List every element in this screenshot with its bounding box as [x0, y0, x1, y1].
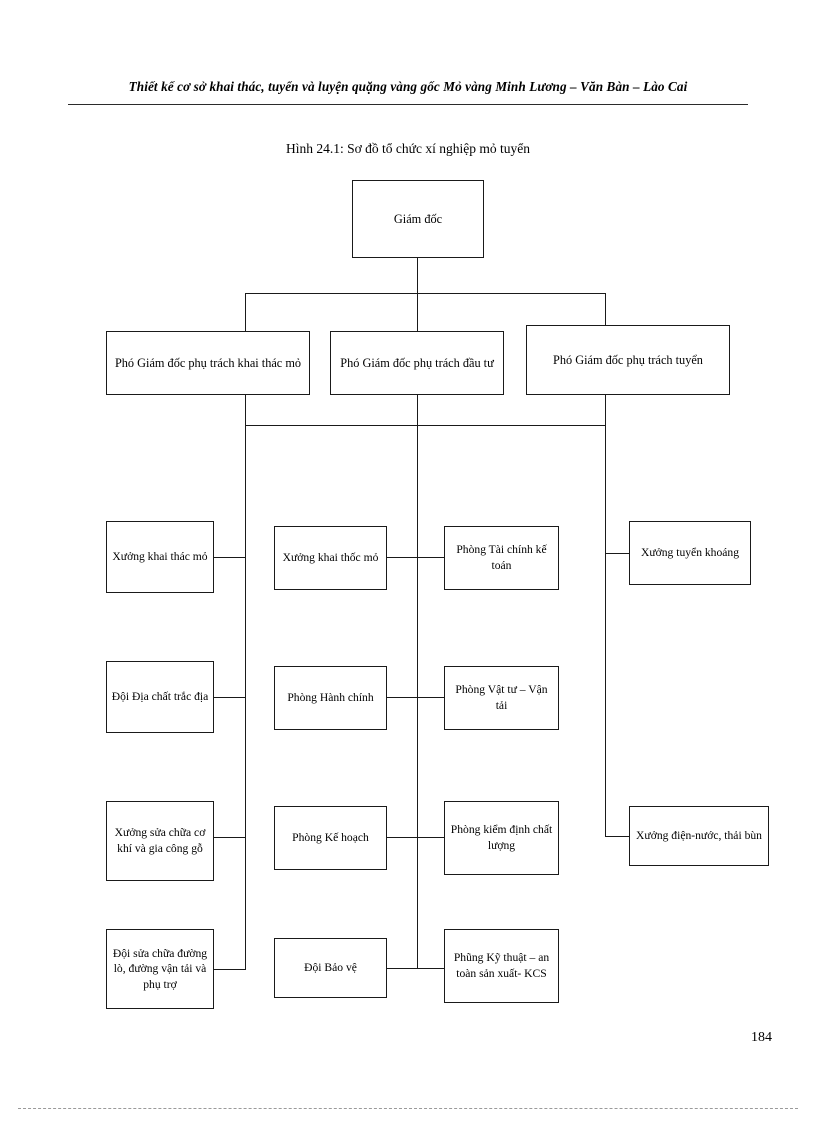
- edge-mining-stem: [245, 394, 247, 426]
- edge-mid-2: [386, 697, 418, 699]
- figure-caption: Hình 24.1: Sơ đồ tổ chức xí nghiệp mỏ tu…: [286, 141, 530, 156]
- node-deputy-processing[interactable]: Phó Giám đốc phụ trách tuyển: [526, 325, 730, 395]
- edge-mid-3: [386, 837, 418, 839]
- node-mid-right-1[interactable]: Phòng Tài chính kế toán: [444, 526, 559, 590]
- node-left-2[interactable]: Đội Địa chất trắc địa: [106, 661, 214, 733]
- header-divider: [68, 104, 748, 105]
- page-number: 184: [751, 1030, 772, 1045]
- edge-deputy-investment-drop: [417, 293, 419, 332]
- edge-second-bus: [245, 425, 606, 427]
- node-deputy-investment[interactable]: Phó Giám đốc phụ trách đầu tư: [330, 331, 504, 395]
- node-left-3[interactable]: Xưởng sửa chữa cơ khí và gia công gỗ: [106, 801, 214, 881]
- edge-mid-4: [386, 968, 418, 970]
- node-left-1[interactable]: Xưởng khai thác mỏ: [106, 521, 214, 593]
- edge-deputy-bus: [245, 293, 606, 295]
- edge-mid-right-3: [417, 837, 445, 839]
- edge-left-3: [213, 837, 246, 839]
- edge-mid-right-2: [417, 697, 445, 699]
- edge-left-4: [213, 969, 246, 971]
- footer-divider: [18, 1108, 798, 1109]
- edge-deputy-processing-drop: [605, 293, 607, 332]
- node-mid-right-4[interactable]: Phũng Kỹ thuật – an toàn sản xuất- KCS: [444, 929, 559, 1003]
- edge-mid-right-1: [417, 557, 445, 559]
- edge-mid-1: [386, 557, 418, 559]
- header-title: Thiết kế cơ sở khai thác, tuyển và luyện…: [128, 79, 688, 94]
- node-left-4[interactable]: Đội sửa chữa đường lò, đường vận tải và …: [106, 929, 214, 1009]
- spine-center: [417, 394, 419, 969]
- edge-left-2: [213, 697, 246, 699]
- node-mid-3[interactable]: Phòng Kế hoạch: [274, 806, 387, 870]
- edge-deputy-mining-drop: [245, 293, 247, 332]
- edge-right-1: [605, 553, 629, 555]
- node-mid-right-2[interactable]: Phòng Vật tư – Vận tải: [444, 666, 559, 730]
- node-mid-4[interactable]: Đội Bảo vệ: [274, 938, 387, 998]
- spine-right: [605, 394, 607, 836]
- node-right-1[interactable]: Xưởng tuyển khoáng: [629, 521, 751, 585]
- node-director[interactable]: Giám đốc: [352, 180, 484, 258]
- edge-left-1: [213, 557, 246, 559]
- node-mid-2[interactable]: Phòng Hành chính: [274, 666, 387, 730]
- edge-mid-right-4: [417, 968, 445, 970]
- node-right-2[interactable]: Xưởng điện-nước, thải bùn: [629, 806, 769, 866]
- edge-director-stem: [417, 257, 419, 294]
- edge-right-2: [605, 836, 629, 838]
- node-mid-1[interactable]: Xưởng khai thốc mỏ: [274, 526, 387, 590]
- node-deputy-mining[interactable]: Phó Giám đốc phụ trách khai thác mỏ: [106, 331, 310, 395]
- document-header: Thiết kế cơ sở khai thác, tuyển và luyện…: [0, 78, 816, 96]
- node-mid-right-3[interactable]: Phòng kiểm định chất lượng: [444, 801, 559, 875]
